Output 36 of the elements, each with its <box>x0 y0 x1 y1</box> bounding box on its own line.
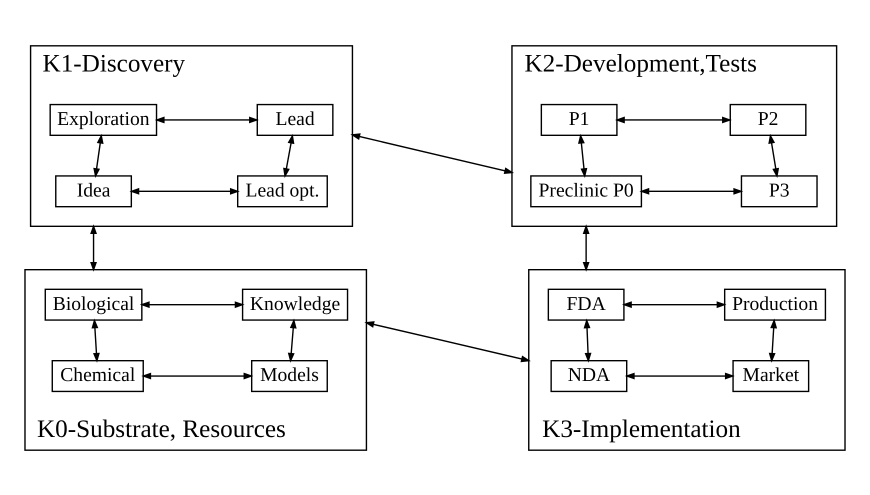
arrow <box>639 187 744 194</box>
node-box: Exploration <box>49 103 158 136</box>
node-box: Models <box>250 359 328 392</box>
node-box: Idea <box>55 174 132 207</box>
arrow <box>129 187 240 194</box>
node-box: Biological <box>44 288 143 320</box>
arrow <box>622 300 726 308</box>
arrow <box>288 318 297 362</box>
node-box: Production <box>724 288 826 320</box>
arrow <box>350 132 514 174</box>
node-box: Lead opt. <box>237 174 328 207</box>
arrow <box>141 372 254 379</box>
arrow <box>578 133 588 178</box>
node-box: P2 <box>730 103 807 136</box>
node-box: FDA <box>548 288 625 320</box>
arrow <box>90 224 97 272</box>
arrow <box>582 224 590 272</box>
arrow <box>283 133 294 178</box>
node-box: Chemical <box>52 359 144 392</box>
node-box: NDA <box>550 359 628 392</box>
arrow <box>768 318 778 362</box>
arrow <box>624 372 735 379</box>
arrow <box>364 320 531 362</box>
node-box: P1 <box>540 103 618 136</box>
arrow <box>93 133 104 178</box>
arrow <box>768 133 780 178</box>
node-box: P3 <box>740 174 818 207</box>
node-box: Knowledge <box>242 288 348 320</box>
arrow <box>615 116 732 123</box>
arrow <box>140 300 245 308</box>
arrow <box>92 318 100 362</box>
node-box: Preclinic P0 <box>530 174 642 207</box>
node-box: Lead <box>256 103 334 136</box>
node-box: Market <box>732 359 810 392</box>
arrow <box>154 116 259 123</box>
arrow <box>584 318 592 362</box>
